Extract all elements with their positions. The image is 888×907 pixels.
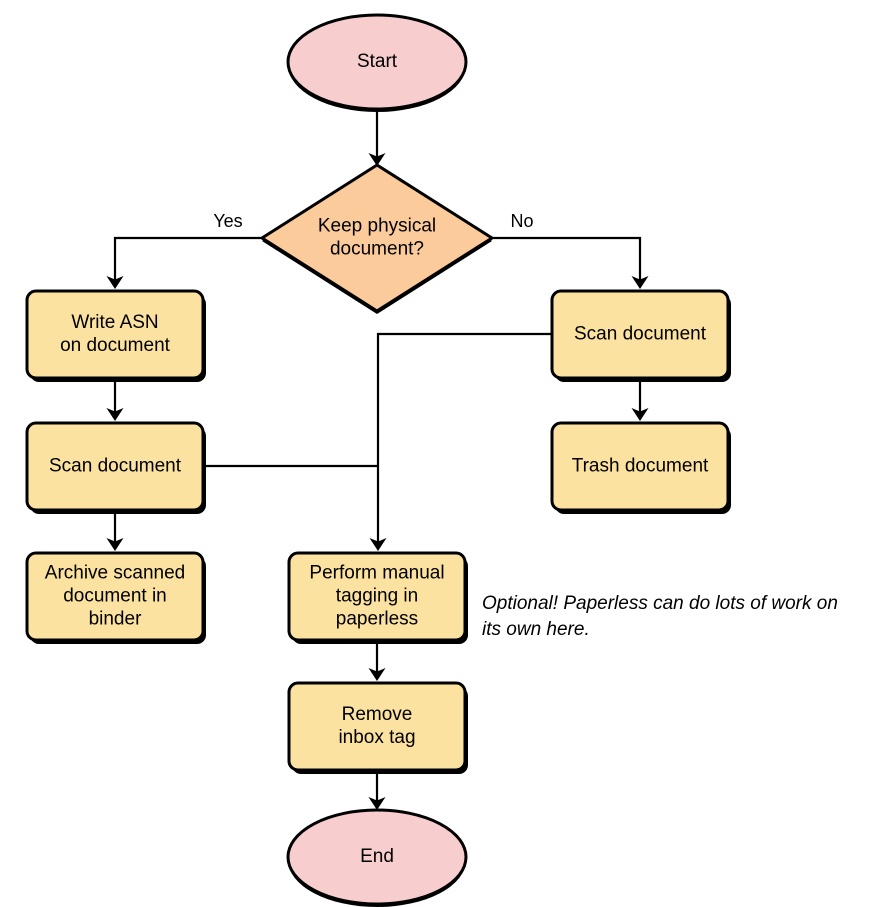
node-scan_left[interactable]: Scan document [25, 421, 206, 514]
node-label-tagging: Perform manual [309, 563, 444, 584]
edge-label-yes: Yes [213, 211, 242, 231]
edge-arrowhead [106, 408, 124, 421]
annotation-optional-note: Optional! Paperless can do lots of work … [482, 593, 838, 640]
node-start[interactable]: Start [286, 13, 468, 112]
edge-line [492, 236, 642, 284]
node-rect [550, 289, 730, 380]
node-label-end: End [360, 846, 394, 867]
node-label-decision: document? [330, 239, 424, 260]
edge-arrowhead [106, 538, 124, 551]
node-label-archive: document in [63, 586, 167, 607]
node-rect [25, 551, 205, 642]
node-rect [287, 551, 467, 642]
node-label-decision: Keep physical [318, 216, 436, 237]
node-diamond [260, 163, 494, 313]
node-label-archive: Archive scanned [45, 563, 185, 584]
node-scan_right[interactable]: Scan document [550, 289, 731, 382]
annotations-layer: Optional! Paperless can do lots of work … [482, 593, 838, 640]
node-rect [550, 421, 730, 512]
edge-arrowhead [368, 153, 386, 166]
edge-arrowhead [368, 668, 386, 681]
node-trash[interactable]: Trash document [550, 421, 731, 514]
node-label-remove_inbox: inbox tag [338, 727, 415, 748]
edge-tagging-to-remove-inbox [368, 640, 386, 681]
node-label-write_asn: Write ASN [71, 312, 158, 333]
node-label-write_asn: on document [60, 335, 171, 356]
node-label-tagging: tagging in [336, 586, 418, 607]
edge-remove-inbox-to-end [368, 770, 386, 810]
edge-scan-right-to-trash [631, 378, 649, 421]
edge-write-asn-to-scan-left [106, 378, 124, 421]
annotation-line: its own here. [482, 619, 590, 640]
edge-scan-right-to-tagging [369, 332, 552, 551]
node-rect [287, 681, 467, 772]
node-label-scan_right: Scan document [574, 324, 707, 345]
annotation-line: Optional! Paperless can do lots of work … [482, 593, 838, 614]
edge-arrowhead [368, 797, 386, 810]
edge-scan-left-to-archive [106, 510, 124, 551]
edge-label-no: No [510, 211, 533, 231]
node-end[interactable]: End [286, 808, 468, 907]
edge-decision-to-write-asn: Yes [106, 211, 262, 289]
node-rect [25, 421, 205, 512]
edge-arrowhead [369, 538, 387, 551]
node-rect [25, 289, 205, 380]
node-ellipse [286, 13, 468, 111]
node-label-trash: Trash document [572, 456, 709, 477]
node-label-archive: binder [89, 609, 142, 630]
edge-line [113, 236, 262, 284]
node-ellipse [286, 808, 468, 906]
node-label-tagging: paperless [336, 609, 418, 630]
node-label-scan_left: Scan document [49, 456, 182, 477]
node-label-remove_inbox: Remove [342, 704, 413, 725]
edge-decision-to-scan-right: No [492, 211, 649, 289]
edge-start-to-decision [368, 109, 386, 166]
edge-arrowhead [106, 276, 124, 289]
edge-line [376, 332, 552, 546]
edges-layer: Yes No [106, 109, 649, 810]
edge-arrowhead [631, 276, 649, 289]
edge-arrowhead [631, 408, 649, 421]
node-label-start: Start [357, 51, 398, 72]
